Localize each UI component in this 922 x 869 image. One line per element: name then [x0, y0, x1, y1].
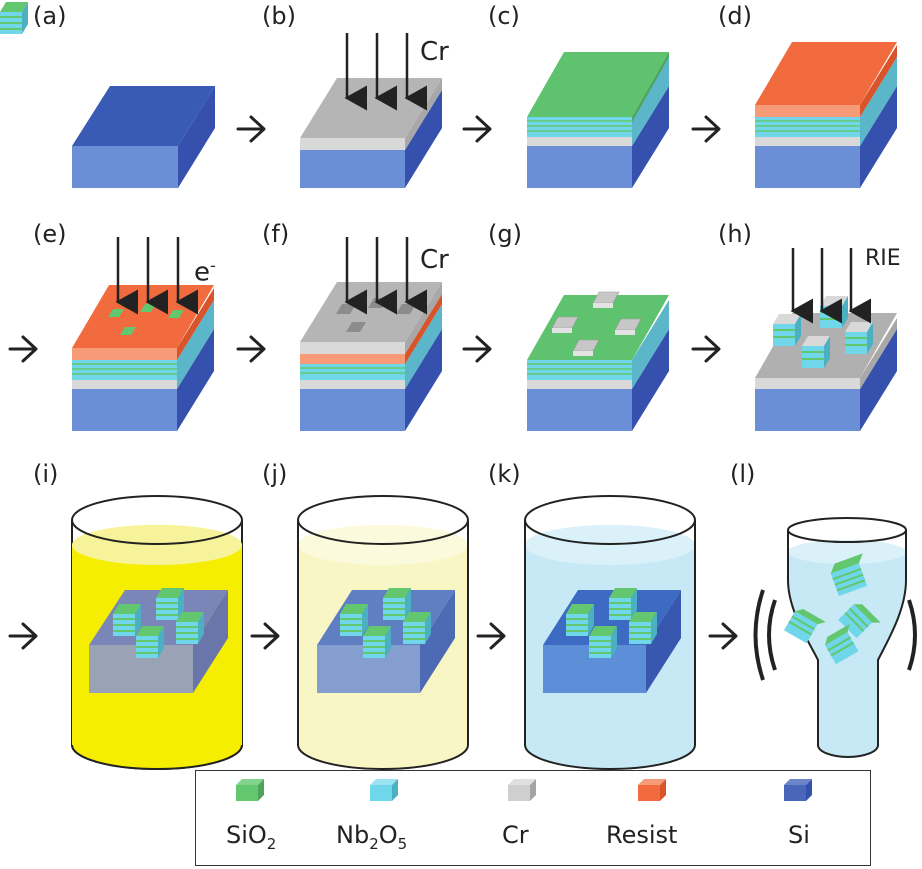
legend-label-resist: Resist — [606, 821, 678, 849]
step-label-k: (k) — [488, 460, 521, 488]
arrow-c-d — [691, 115, 721, 143]
step-label-a: (a) — [33, 2, 67, 30]
step-f-cr-mask-deposition — [300, 237, 442, 431]
step-j-pale-yellow-bath — [297, 495, 469, 770]
legend-label-si: Si — [788, 821, 810, 849]
si-swatch-icon — [784, 779, 812, 801]
annotation-cr-b: Cr — [420, 37, 449, 67]
pillars-in-baths — [0, 2, 658, 659]
arrow-i-j — [250, 622, 280, 650]
nb2o5-swatch-icon — [370, 779, 398, 801]
step-g-lift-off — [527, 291, 669, 431]
step-l-ultrasonic-tube — [753, 517, 917, 758]
step-label-i: (i) — [33, 460, 59, 488]
electron-charge: - — [210, 256, 216, 275]
legend-label-sio2: SiO2 — [226, 821, 277, 853]
arrow-d-e — [8, 335, 38, 363]
sio2-swatch-icon — [236, 779, 264, 801]
cr-swatch-icon — [508, 779, 536, 801]
arrow-g-h — [691, 335, 721, 363]
step-e-ebeam-exposure — [72, 237, 214, 431]
legend-label-cr: Cr — [502, 821, 529, 849]
step-label-b: (b) — [262, 2, 296, 30]
step-b-cr-deposition — [300, 33, 442, 188]
arrow-h-i — [8, 622, 38, 650]
legend-item-sio2 — [234, 777, 264, 807]
step-label-g: (g) — [488, 220, 522, 248]
arrow-f-g — [462, 335, 492, 363]
resist-swatch-icon — [638, 779, 666, 801]
arrow-b-c — [462, 115, 492, 143]
legend-item-resist — [636, 777, 666, 807]
annotation-electron: e- — [194, 254, 216, 288]
step-label-d: (d) — [718, 2, 752, 30]
step-h-reactive-ion-etching — [755, 248, 897, 431]
step-label-e: (e) — [33, 220, 67, 248]
step-a-substrate — [72, 86, 215, 188]
annotation-cr-f: Cr — [420, 245, 449, 275]
legend-item-si — [782, 777, 812, 807]
process-arrows — [8, 115, 738, 650]
arrow-a-b — [236, 115, 266, 143]
electron-symbol: e — [194, 257, 210, 288]
step-label-l: (l) — [730, 460, 756, 488]
step-label-h: (h) — [718, 220, 752, 248]
step-d-resist-coating — [755, 42, 897, 188]
legend-label-nb2o5: Nb2O5 — [336, 821, 408, 853]
step-label-j: (j) — [262, 460, 288, 488]
legend-item-cr — [506, 777, 536, 807]
arrow-k-l — [708, 622, 738, 650]
arrow-j-k — [476, 622, 506, 650]
step-label-c: (c) — [488, 2, 520, 30]
step-label-f: (f) — [262, 220, 290, 248]
materials-legend: SiO2 Nb2O5 Cr Resist Si — [195, 770, 871, 866]
arrow-e-f — [236, 335, 266, 363]
annotation-rie: RIE — [865, 246, 901, 271]
step-c-multilayer — [527, 52, 669, 188]
legend-item-nb2o5 — [368, 777, 398, 807]
